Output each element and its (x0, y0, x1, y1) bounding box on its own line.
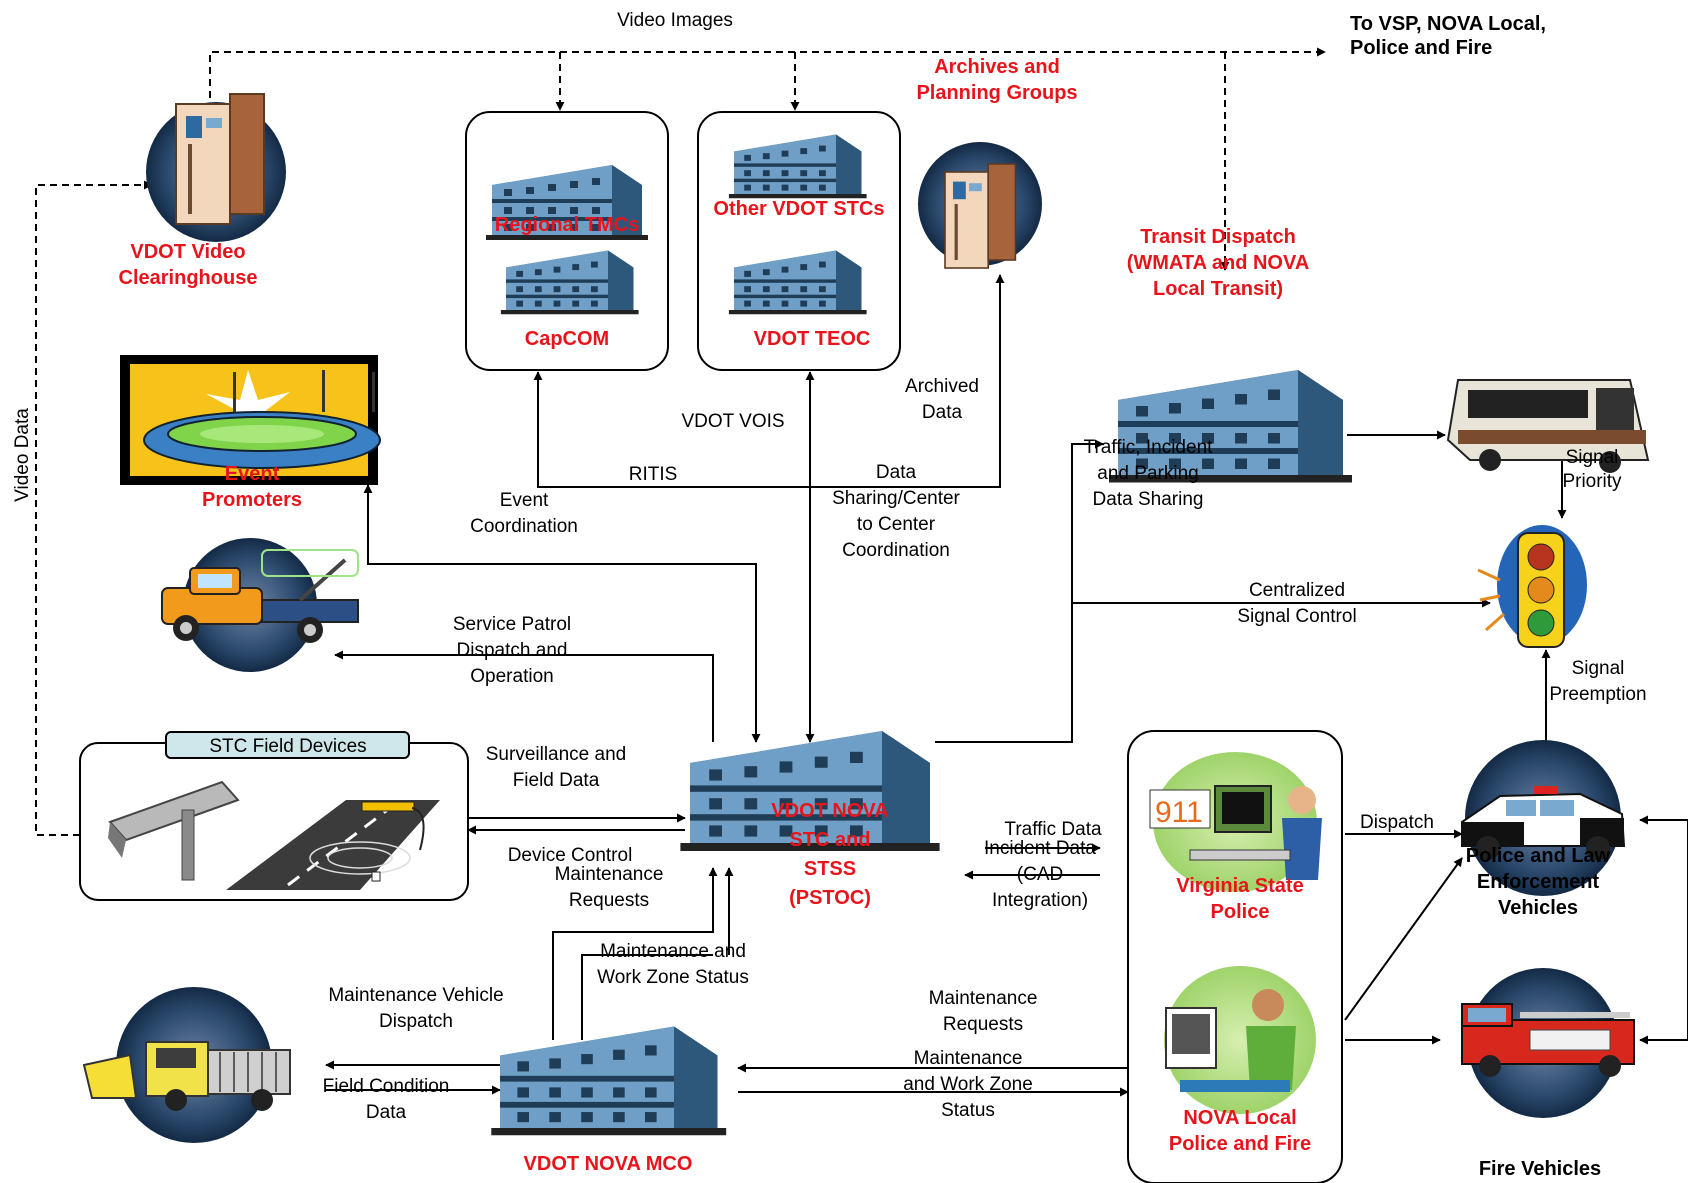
fire-truck-icon (1461, 968, 1635, 1118)
mco-building-icon (491, 1026, 727, 1136)
label-vdot-vois: VDOT VOIS (681, 411, 784, 432)
traffic-incident-parking-line (935, 439, 1104, 743)
label-device-control: Device Control (508, 845, 633, 866)
label-mco: VDOT NOVA MCO (524, 1153, 693, 1175)
label-video-images: Video Images (617, 10, 733, 31)
dispatch-diag-line (1344, 857, 1463, 1021)
label-video-data: Video Data (12, 408, 33, 502)
svg-text:911: 911 (1155, 796, 1203, 829)
police-car-icon (1461, 740, 1626, 896)
road-sensor-icon (226, 800, 440, 890)
stadium-icon (120, 355, 381, 485)
field-devices-title-tab (165, 731, 410, 759)
maint-wz-line-1 (581, 954, 713, 1040)
label-capcom: CapCOM (525, 328, 609, 350)
tow-truck-icon (161, 538, 359, 672)
dispatcher-911-icon: 911 (1149, 752, 1322, 892)
video-images-bus (209, 47, 1326, 98)
label-dispatch: Dispatch (1360, 812, 1434, 833)
label-fire-vehicles: Fire Vehicles (1479, 1158, 1601, 1180)
label-other-vdot-stcs: Other VDOT STCs (713, 198, 884, 220)
snowplow-icon (82, 987, 291, 1143)
service-patrol-line (334, 650, 714, 742)
dispatcher-nova-icon (1164, 966, 1316, 1114)
archives-server-icon (918, 142, 1042, 269)
bus-icon (1446, 379, 1650, 473)
video-clearinghouse-icon (146, 93, 286, 242)
label-traffic-data: Traffic Data (1004, 819, 1102, 840)
label-to-vsp: To VSP, NOVA Local,Police and Fire (1350, 13, 1546, 59)
label-stc-field-devices: STC Field Devices (209, 736, 366, 757)
maint-requests-line-1 (552, 867, 718, 1040)
ritis-line (533, 274, 1005, 488)
vehicles-link-line (1639, 815, 1688, 1045)
traffic-signal-icon (1477, 525, 1587, 648)
event-coordination-line (363, 484, 761, 743)
camera-icon (108, 780, 240, 881)
label-ritis: RITIS (629, 464, 678, 485)
label-vdot-teoc: VDOT TEOC (754, 328, 871, 350)
label-regional-tmcs: Regional TMCs (495, 214, 639, 236)
